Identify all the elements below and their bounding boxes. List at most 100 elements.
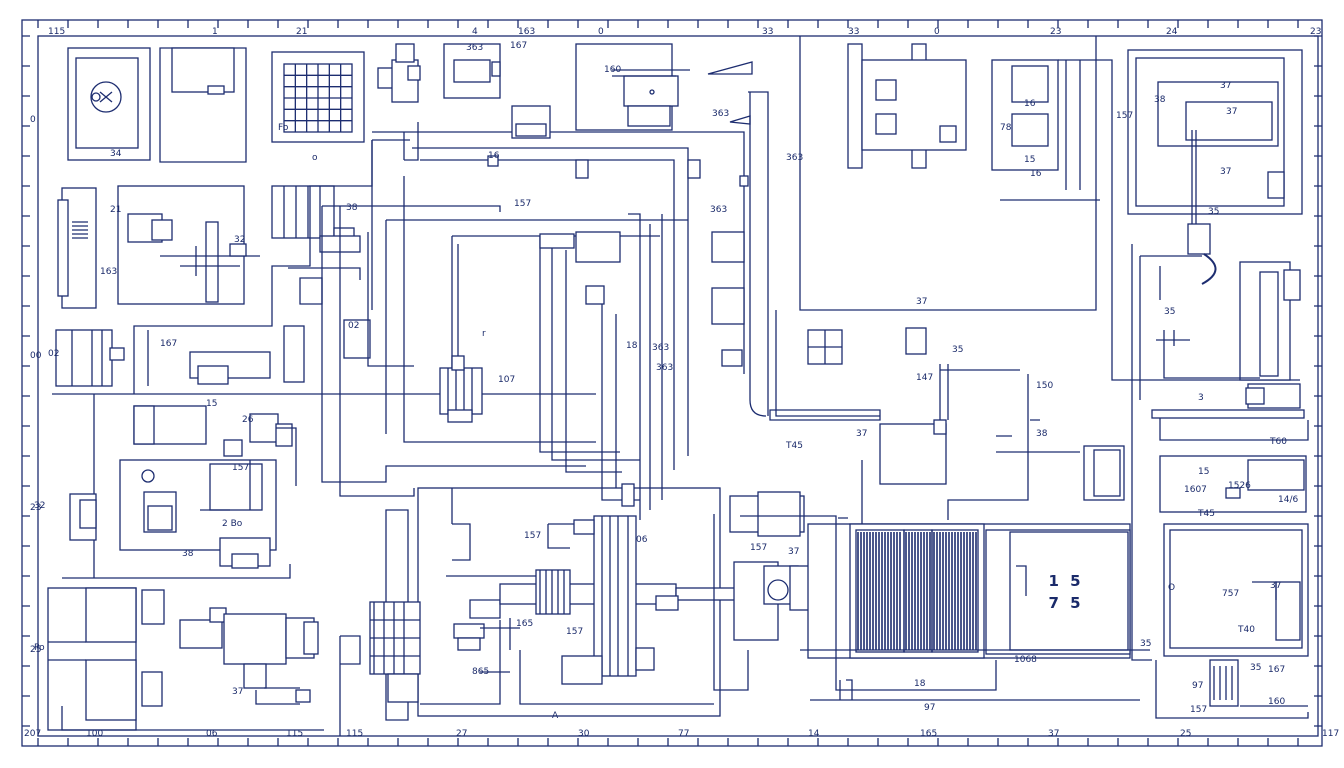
component-label: 16 [488,151,500,161]
component-label: 35 [1164,307,1176,317]
component-label: T45 [786,441,803,451]
tank-unit [1127,49,1303,230]
ruler-top-label: 0 [934,27,940,37]
ruler-bottom-label: 25 [1180,729,1191,739]
component-label: 16 [1024,99,1036,109]
component-label: T60 [1270,437,1287,447]
blower [879,374,1040,520]
component-label: 363 [656,363,674,373]
filter-display: 1 5 7 5 [1036,570,1096,614]
component-label: 37 [232,687,244,697]
component-label: 37 [1226,107,1238,117]
component-label: 35 [1208,207,1220,217]
component-label: 160 [604,65,622,75]
ruler-bottom-label: 100 [86,729,103,739]
right-pipe-network [749,36,1097,453]
component-label: 15 [206,399,218,409]
component-label: A [552,711,559,721]
right-side-stack [1151,383,1309,719]
ruler-left-label: 23 [30,503,41,513]
center-bottom-parts [453,483,655,685]
ruler-bottom-label: 14 [808,729,820,739]
ruler-top-label: 163 [518,27,535,37]
turbine-assembly [179,607,319,705]
component-label: 02 [348,321,360,331]
bottom-connections [420,514,1150,705]
component-label: 26 [242,415,254,425]
component-label: 157 [1190,705,1208,715]
valve-stack [539,231,745,367]
central-pipe-network [321,122,745,520]
ruler-ticks [22,20,1322,746]
component-label: 32 [234,235,246,245]
component-label: 363 [710,205,728,215]
component-label: Fo [278,123,289,133]
component-label: 14/6 [1278,495,1299,505]
ruler-top-label: 23 [1310,27,1321,37]
component-label: 16 [1030,169,1042,179]
component-label: 37 [788,547,800,557]
component-label: 37 [1270,581,1282,591]
component-label: 15 [1024,155,1036,165]
component-label: 363 [652,343,670,353]
ruler-bottom-label: 207 [24,729,41,739]
component-label: 167 [1268,665,1286,675]
component-label: 37 [1220,167,1232,177]
component-label: O [1168,583,1176,593]
inner-frame [37,35,1319,737]
cooling-unit [991,59,1300,381]
component-label: 15 [1198,467,1210,477]
ruler-top-label: 23 [1050,27,1061,37]
component-label: r [482,329,486,339]
main-shaft [499,515,770,677]
ruler-top-label: 4 [472,27,478,37]
component-label: 757 [1222,589,1240,599]
component-label: 38 [1154,95,1166,105]
component-label: 35 [952,345,964,355]
component-label: 37 [916,297,928,307]
ruler-bottom-label: 06 [206,729,218,739]
component-label: Po [34,643,45,653]
component-label: 32 [34,501,46,511]
separator-unit [1083,244,1202,661]
component-label: 34 [110,149,122,159]
component-label: 06 [636,535,648,545]
gearbox [729,491,811,641]
motor-assembly [117,185,260,305]
ruler-left-label: 0 [30,115,36,125]
component-label: T45 [1198,509,1215,519]
filter-press [807,460,1131,659]
ruler-bottom-label: 27 [456,729,467,739]
ruler-top-label: 115 [48,27,65,37]
ruler-bottom-label: 115 [346,729,363,739]
component-label: 1068 [1014,655,1037,665]
coil-assembly [1156,223,1301,381]
component-label: 160 [1268,697,1286,707]
top-connectors [487,91,769,416]
component-label: 18 [626,341,638,351]
grid-panel [271,51,365,143]
display-line-1: 1 5 [1048,572,1084,590]
ruler-bottom-label: 77 [678,729,689,739]
display-line-2: 7 5 [1048,594,1084,612]
component-label: 363 [466,43,484,53]
component-label: 97 [1192,681,1204,691]
component-label: 35 [1250,663,1262,673]
heat-exchanger-center [439,355,483,423]
ruler-top-label: 33 [848,27,859,37]
ruler-left-label: 00 [30,351,42,361]
rack-unit [847,43,967,169]
ruler-bottom-label: 30 [578,729,590,739]
component-label: 167 [160,339,178,349]
component-label: 165 [516,619,534,629]
ruler-left-label: 25 [30,645,41,655]
component-label: 1526 [1228,481,1251,491]
component-label: 107 [498,375,516,385]
component-label: 3 [1198,393,1204,403]
filter-box [443,43,501,99]
component-label: 38 [346,203,358,213]
component-label: 02 [48,349,60,359]
component-label: 157 [514,199,532,209]
component-label: 147 [916,373,934,383]
